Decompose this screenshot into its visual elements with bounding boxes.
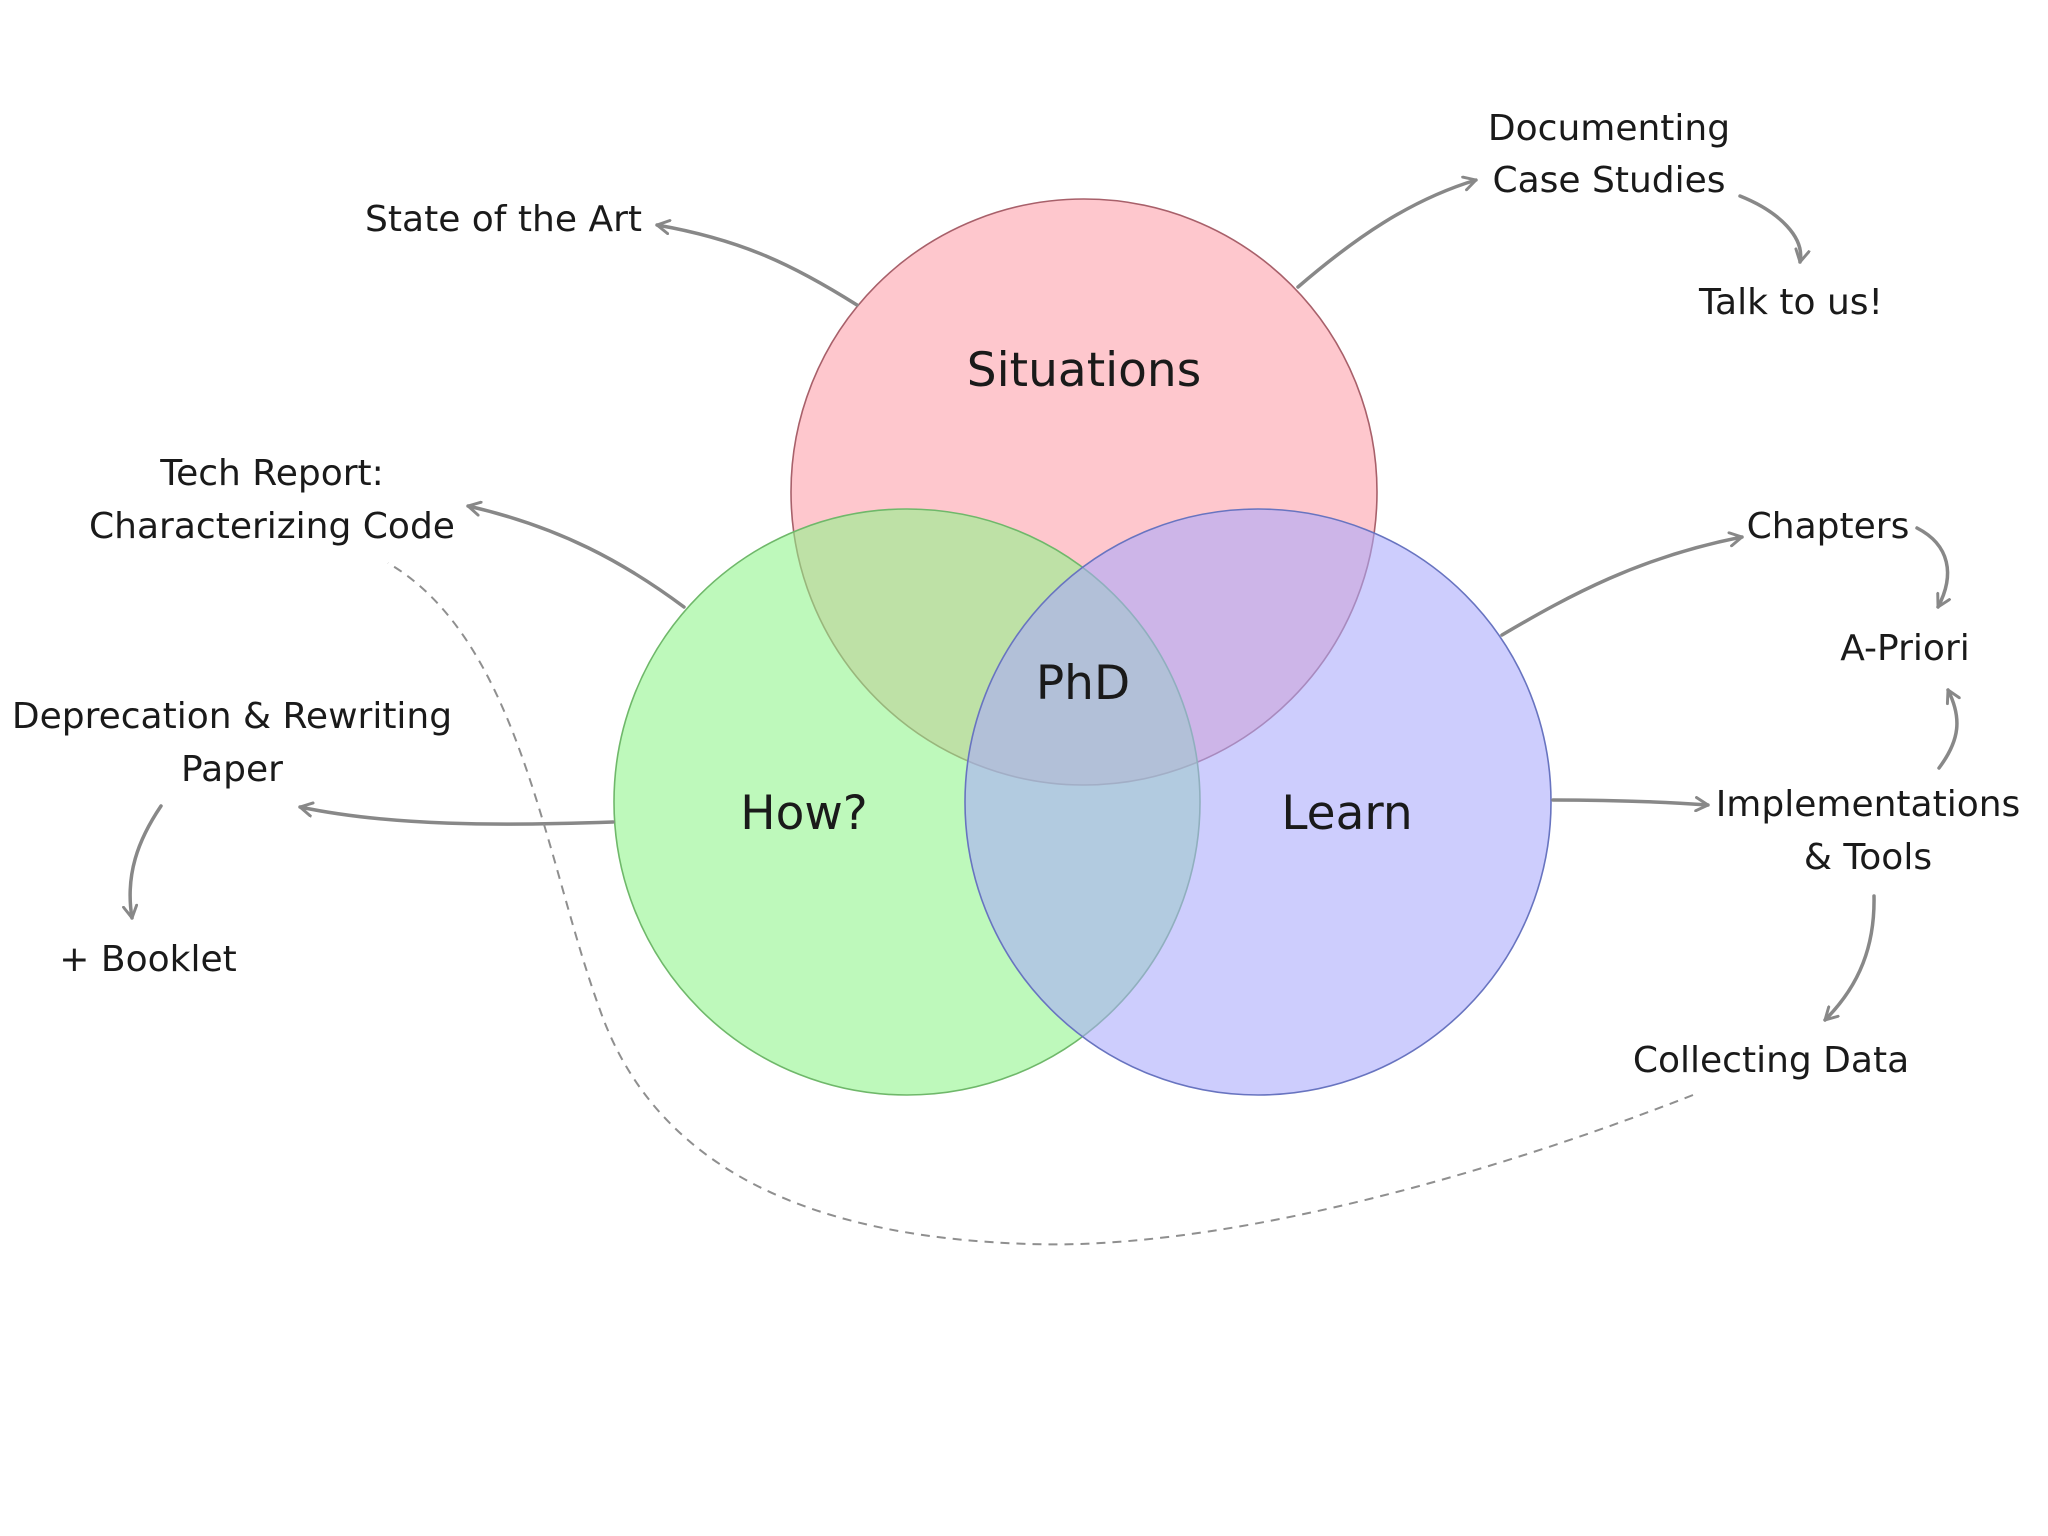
label-tech-report-line1: Tech Report: — [159, 453, 384, 494]
label-apriori: A-Priori — [1840, 628, 1970, 669]
label-booklet: + Booklet — [59, 939, 236, 980]
label-state-of-art: State of the Art — [365, 199, 642, 240]
arrow-to-implementations — [1551, 800, 1710, 805]
arrow-to-chapters — [1500, 537, 1744, 637]
label-documenting-line2: Case Studies — [1492, 160, 1725, 201]
label-deprecation-line1: Deprecation & Rewriting — [12, 696, 452, 737]
label-tech-report-line2: Characterizing Code — [89, 506, 455, 547]
label-how: How? — [740, 786, 867, 841]
arrow-to-talk — [1738, 194, 1801, 264]
arrow-to-deprecation — [298, 807, 615, 826]
arrow-to-booklet — [130, 804, 163, 920]
label-chapters: Chapters — [1747, 506, 1910, 547]
arrow-to-documenting — [1296, 180, 1478, 289]
circle-learn — [964, 508, 1552, 1096]
label-phd: PhD — [1036, 656, 1130, 711]
label-learn: Learn — [1281, 786, 1412, 841]
dashed-connector — [387, 562, 1694, 1246]
label-deprecation-line2: Paper — [181, 749, 283, 790]
arrow-to-tech-report — [466, 506, 686, 609]
label-implementations-line1: Implementations — [1716, 784, 2021, 825]
label-talk: Talk to us! — [1698, 282, 1883, 323]
label-collecting: Collecting Data — [1633, 1040, 1909, 1081]
arrow-to-apriori — [1915, 526, 1948, 609]
label-documenting-line1: Documenting — [1488, 108, 1730, 149]
arrow-impl-to-apriori — [1937, 688, 1957, 770]
arrow-to-collecting — [1823, 894, 1876, 1022]
label-implementations-line2: & Tools — [1804, 837, 1932, 878]
arrow-to-state-of-art — [655, 225, 859, 307]
label-situations: Situations — [967, 343, 1201, 398]
